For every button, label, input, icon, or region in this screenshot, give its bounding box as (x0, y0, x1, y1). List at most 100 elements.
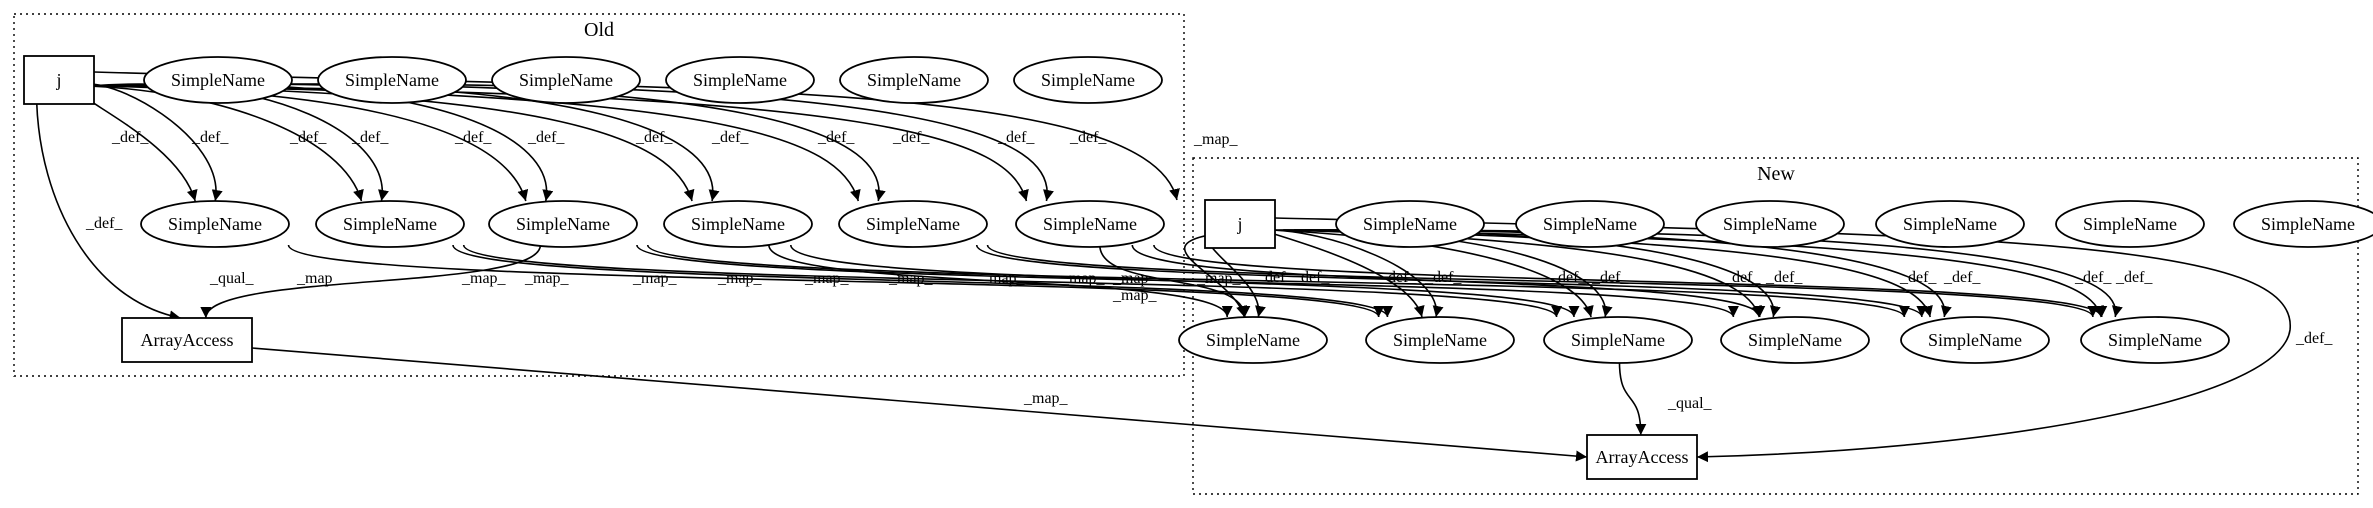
node-label: SimpleName (867, 70, 961, 90)
edge-line (1153, 244, 2108, 318)
node-old-s3: SimpleName (488, 200, 638, 248)
node-shape (1013, 56, 1163, 104)
edge-line (1294, 229, 1952, 318)
node-shape (838, 200, 988, 248)
node-shape (663, 200, 813, 248)
edge-label: _map_ (1193, 131, 1239, 148)
edge-line (1098, 244, 1251, 318)
node-label: SimpleName (1928, 330, 2022, 350)
node-old-iso4: SimpleName (665, 56, 815, 104)
edge-label: _def_ (191, 129, 229, 146)
node-new-iso3: SimpleName (1695, 200, 1845, 248)
edge-label: _map_ (1112, 287, 1158, 304)
node-label: SimpleName (1041, 70, 1135, 90)
edge-om10: _map_ (1112, 244, 2108, 318)
edge-label: _map_ (1023, 390, 1069, 407)
edge-label: _map_ (888, 270, 934, 287)
node-old-iso6: SimpleName (1013, 56, 1163, 104)
edge-om_aa: _map_ (251, 347, 1588, 462)
cluster-new-label: New (1757, 163, 1795, 185)
edge-line (35, 101, 181, 322)
node-shape (1900, 316, 2050, 364)
node-shape (2055, 200, 2205, 248)
node-shape (1204, 199, 1276, 249)
node-label: ArrayAccess (1596, 447, 1689, 467)
edge-label: _map_ (717, 270, 763, 287)
edge-om2: _map_ (452, 244, 1393, 318)
edge-om9: _map_ (986, 244, 2099, 318)
edge-line (1294, 229, 1933, 318)
node-shape (491, 56, 641, 104)
node-new-iso1: SimpleName (1335, 200, 1485, 248)
node-shape (1543, 316, 1693, 364)
edge-label: _def_ (1379, 269, 1417, 286)
node-label: SimpleName (693, 70, 787, 90)
node-label: SimpleName (345, 70, 439, 90)
node-shape (23, 55, 95, 105)
edge-od2a: _def_ (88, 85, 364, 202)
node-shape (2233, 200, 2373, 248)
cluster-old-label: Old (584, 19, 614, 41)
node-label: SimpleName (691, 214, 785, 234)
edge-line (1618, 360, 1647, 436)
node-shape (1695, 200, 1845, 248)
edge-label: _def_ (2295, 330, 2333, 347)
edge-label: _def_ (711, 129, 749, 146)
edge-label: _def_ (1549, 269, 1587, 286)
node-label: SimpleName (1748, 330, 1842, 350)
edge-label: _def_ (1943, 269, 1981, 286)
node-label: j (1236, 214, 1242, 234)
node-new-iso5: SimpleName (2055, 200, 2205, 248)
node-label: SimpleName (1043, 214, 1137, 234)
node-shape (1365, 316, 1515, 364)
edge-line (1272, 229, 1594, 318)
edge-label: _def_ (1424, 269, 1462, 286)
edge-label: _qual_ (1667, 395, 1713, 412)
node-old-iso1: SimpleName (143, 56, 293, 104)
edge-line (452, 244, 1393, 318)
edge-label: _def_ (2074, 269, 2112, 286)
edge-label: _def_ (997, 129, 1035, 146)
edge-label: _def_ (635, 129, 673, 146)
edge-line (287, 244, 1384, 318)
edge-nq: _qual_ (1618, 360, 1713, 436)
edge-line (88, 85, 364, 202)
edge-label: _map_ (296, 270, 342, 287)
edge-nd5b: _def_ (1294, 229, 1981, 318)
node-old-iso3: SimpleName (491, 56, 641, 104)
node-label: SimpleName (1723, 214, 1817, 234)
node-label: SimpleName (1543, 214, 1637, 234)
node-shape (839, 56, 989, 104)
node-new-iso6: SimpleName (2233, 200, 2373, 248)
edge-label: _def_ (1765, 269, 1803, 286)
node-new-s5: SimpleName (1900, 316, 2050, 364)
node-shape (665, 56, 815, 104)
edge-od_aa: _def_ (35, 101, 181, 322)
node-shape (2080, 316, 2230, 364)
node-label: SimpleName (516, 214, 610, 234)
node-shape (488, 200, 638, 248)
cluster-old: Old (13, 13, 1185, 377)
edge-line (986, 244, 2099, 318)
edge-label: _map_ (461, 270, 507, 287)
node-shape (317, 56, 467, 104)
node-new-j: j (1204, 199, 1276, 249)
edge-label: _def_ (1256, 269, 1294, 286)
edge-od6b: _def_ (130, 83, 1107, 202)
node-shape (315, 200, 465, 248)
edge-label: _def_ (527, 129, 565, 146)
node-label: SimpleName (1571, 330, 1665, 350)
node-shape (143, 56, 293, 104)
node-old-s6: SimpleName (1015, 200, 1165, 248)
node-shape (1720, 316, 1870, 364)
node-label: SimpleName (171, 70, 265, 90)
node-new-iso2: SimpleName (1515, 200, 1665, 248)
edge-label: _map_ (524, 270, 570, 287)
node-shape (121, 317, 253, 363)
edge-label: _def_ (289, 129, 327, 146)
node-label: SimpleName (2083, 214, 2177, 234)
node-new-s4: SimpleName (1720, 316, 1870, 364)
edge-label: _def_ (454, 129, 492, 146)
edge-label: _def_ (1591, 269, 1629, 286)
edge-nd5a: _def_ (1294, 229, 1937, 318)
